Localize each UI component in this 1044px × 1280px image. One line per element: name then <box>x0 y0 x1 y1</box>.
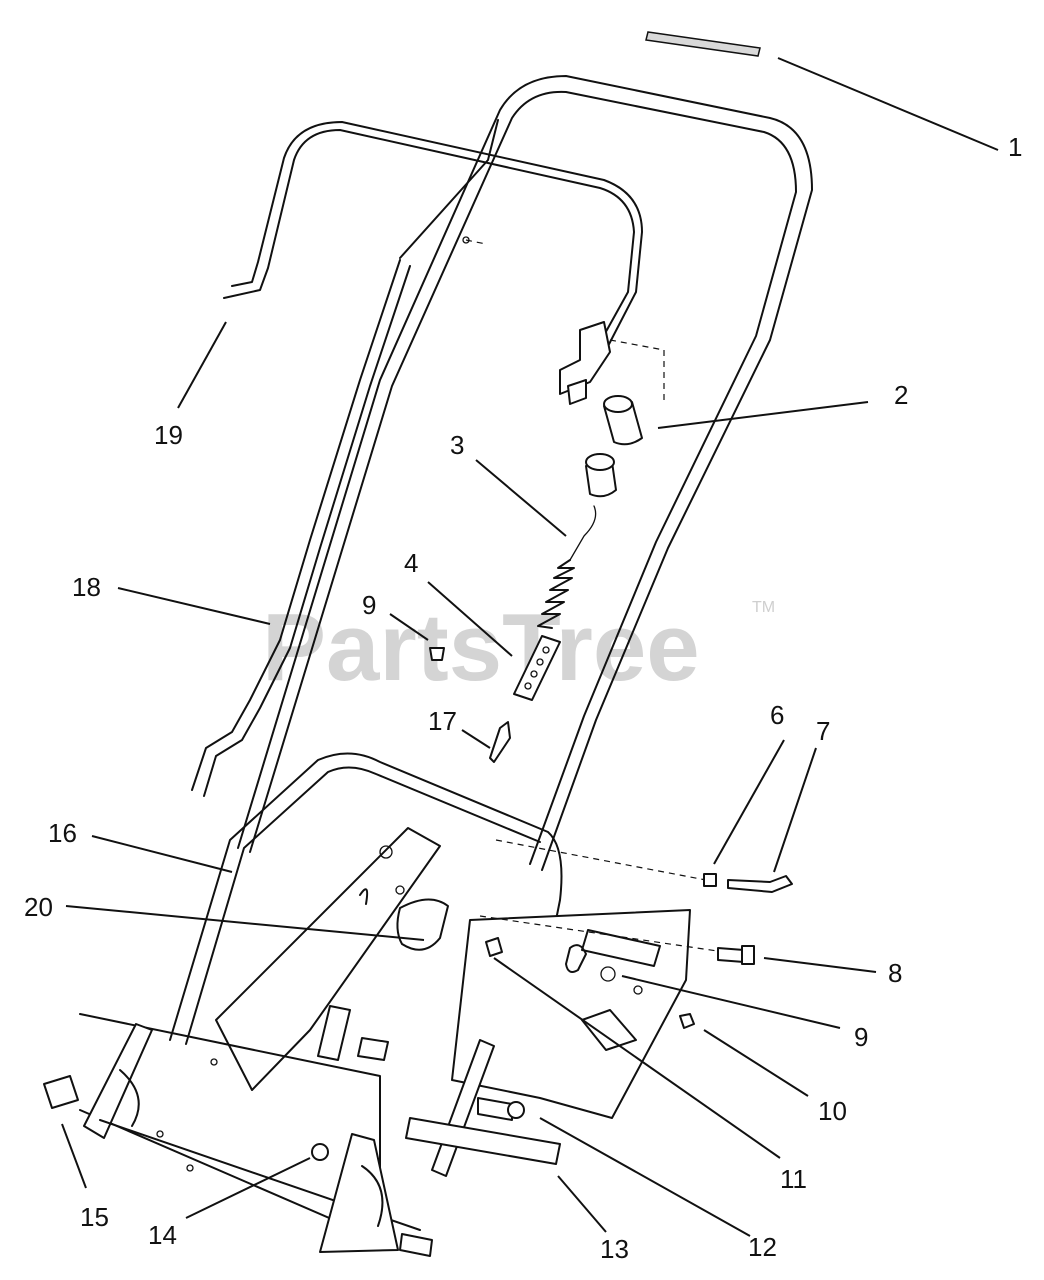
callout-10: 10 <box>818 1096 847 1126</box>
leader-9b <box>621 975 841 1029</box>
part-bolt <box>717 945 755 965</box>
watermark-text: PartsTree <box>262 594 700 701</box>
callout-14: 14 <box>148 1220 177 1250</box>
callout-9-lower: 9 <box>854 1022 868 1052</box>
part-nut <box>679 1013 695 1029</box>
callout-11: 11 <box>780 1164 807 1194</box>
part-screw-upper <box>429 647 445 661</box>
leader-8 <box>763 957 877 973</box>
part-cable-bracket <box>559 321 665 405</box>
callout-13: 13 <box>600 1234 629 1264</box>
callout-9-upper: 9 <box>362 590 376 620</box>
callout-3: 3 <box>450 430 464 460</box>
part-grip-sleeves <box>585 395 643 498</box>
callout-labels: 1 2 3 4 6 7 8 9 9 10 11 12 13 14 15 16 1… <box>24 132 1022 1264</box>
part-pin <box>489 721 511 763</box>
leader-12 <box>539 1117 751 1237</box>
callout-4: 4 <box>404 548 418 578</box>
part-decal-strip <box>645 31 761 57</box>
leader-9a <box>389 613 429 641</box>
callout-2: 2 <box>894 380 908 410</box>
leader-2 <box>657 401 869 429</box>
part-lower-axle <box>43 1013 433 1257</box>
callout-8: 8 <box>888 958 902 988</box>
leader-1 <box>777 57 999 151</box>
callout-17: 17 <box>428 706 457 736</box>
callout-20: 20 <box>24 892 53 922</box>
leader-15 <box>61 1123 87 1189</box>
callout-15: 15 <box>80 1202 109 1232</box>
leader-7 <box>773 747 817 873</box>
leader-19 <box>177 321 227 409</box>
callout-12: 12 <box>748 1232 777 1262</box>
leader-16 <box>91 835 233 873</box>
leader-18 <box>117 587 271 625</box>
part-spacer-bolt <box>703 873 793 893</box>
part-side-bracket <box>317 1005 561 1177</box>
part-bail-handle <box>191 121 643 797</box>
callout-18: 18 <box>72 572 101 602</box>
part-spring <box>537 505 597 629</box>
callout-16: 16 <box>48 818 77 848</box>
leader-20 <box>65 905 425 941</box>
callout-19: 19 <box>154 420 183 450</box>
callout-6: 6 <box>770 700 784 730</box>
leader-17 <box>461 729 491 749</box>
leader-14 <box>185 1157 311 1219</box>
leader-6 <box>713 739 785 865</box>
part-handle-frame <box>169 752 725 1119</box>
part-adjust-plate <box>513 635 561 701</box>
part-upper-handle <box>237 75 813 871</box>
leader-3 <box>475 459 567 537</box>
leader-13 <box>557 1175 607 1233</box>
leader-4 <box>427 581 513 657</box>
leader-lines <box>61 57 999 1237</box>
leader-11 <box>493 957 781 1159</box>
watermark-trademark: TM <box>752 599 775 616</box>
callout-7: 7 <box>816 716 830 746</box>
callout-1: 1 <box>1008 132 1022 162</box>
leader-10 <box>703 1029 809 1097</box>
